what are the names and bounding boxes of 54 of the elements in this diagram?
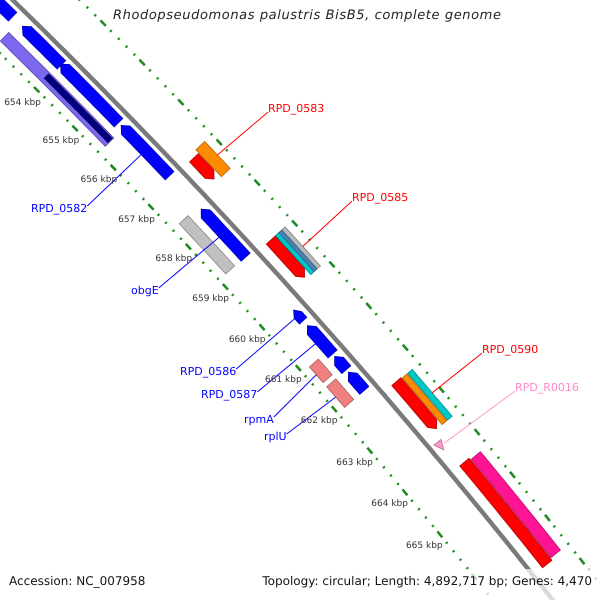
- gene-marker: [433, 438, 444, 451]
- genome-summary: Topology: circular; Length: 4,892,717 bp; Genes: 4,470: [262, 575, 592, 588]
- gene-label: rpmA: [244, 414, 274, 426]
- gene-feature: [407, 368, 453, 421]
- position-label: 660 kbp: [228, 336, 266, 346]
- leader-line: [86, 154, 142, 206]
- leader-line: [444, 390, 516, 444]
- gene-feature: [470, 451, 561, 558]
- position-label: 657 kbp: [118, 216, 155, 226]
- gene-feature: [293, 310, 308, 325]
- leader-line: [236, 318, 296, 370]
- title: Rhodopseudomonas palustris BisB5, complete genome: [113, 9, 502, 24]
- gene-label: RPD_0590: [482, 344, 538, 356]
- leader-line: [302, 200, 352, 247]
- gene-feature: [348, 372, 370, 395]
- gene-feature: [200, 208, 251, 262]
- gene-feature: [0, 0, 18, 22]
- gene-feature: [402, 373, 448, 426]
- gene-feature: [0, 32, 114, 147]
- gene-feature: [334, 356, 352, 374]
- gene-label: RPD_0582: [31, 203, 88, 216]
- leader-line: [286, 396, 336, 434]
- leader-line: [256, 343, 316, 392]
- gene-feature: [459, 458, 552, 568]
- position-label: 664 kbp: [371, 500, 408, 510]
- gene-feature: [266, 236, 305, 278]
- position-label: 665 kbp: [406, 542, 443, 552]
- position-label: 654 kbp: [4, 98, 41, 109]
- gene-feature: [44, 73, 113, 143]
- leader-line: [273, 374, 317, 418]
- gene-label: RPD_0586: [180, 366, 236, 378]
- gene-feature: [120, 124, 174, 180]
- gene-label: obgE: [131, 285, 159, 298]
- position-label: 658 kbp: [155, 255, 192, 266]
- gene-label: RPD_0583: [268, 103, 324, 116]
- gene-feature: [326, 378, 354, 408]
- position-label: 655 kbp: [42, 137, 80, 148]
- gene-feature: [391, 377, 438, 430]
- gene-feature: [195, 140, 231, 178]
- accession-text: Accession: NC_007958: [9, 575, 146, 588]
- position-label: 663 kbp: [336, 458, 373, 468]
- gene-feature: [307, 325, 338, 358]
- gene-label: RPD_R0016: [515, 382, 579, 394]
- gene-feature: [189, 153, 214, 180]
- leader-line: [216, 112, 268, 156]
- leader-line: [432, 352, 482, 394]
- gene-label: rplU: [264, 431, 287, 444]
- gene-feature: [60, 64, 124, 128]
- position-label: 659 kbp: [192, 295, 229, 306]
- gene-label: RPD_0585: [352, 192, 408, 204]
- gene-feature: [22, 26, 66, 70]
- leader-line: [158, 236, 220, 288]
- gene-feature: [308, 358, 333, 384]
- gene-label: RPD_0587: [201, 389, 258, 402]
